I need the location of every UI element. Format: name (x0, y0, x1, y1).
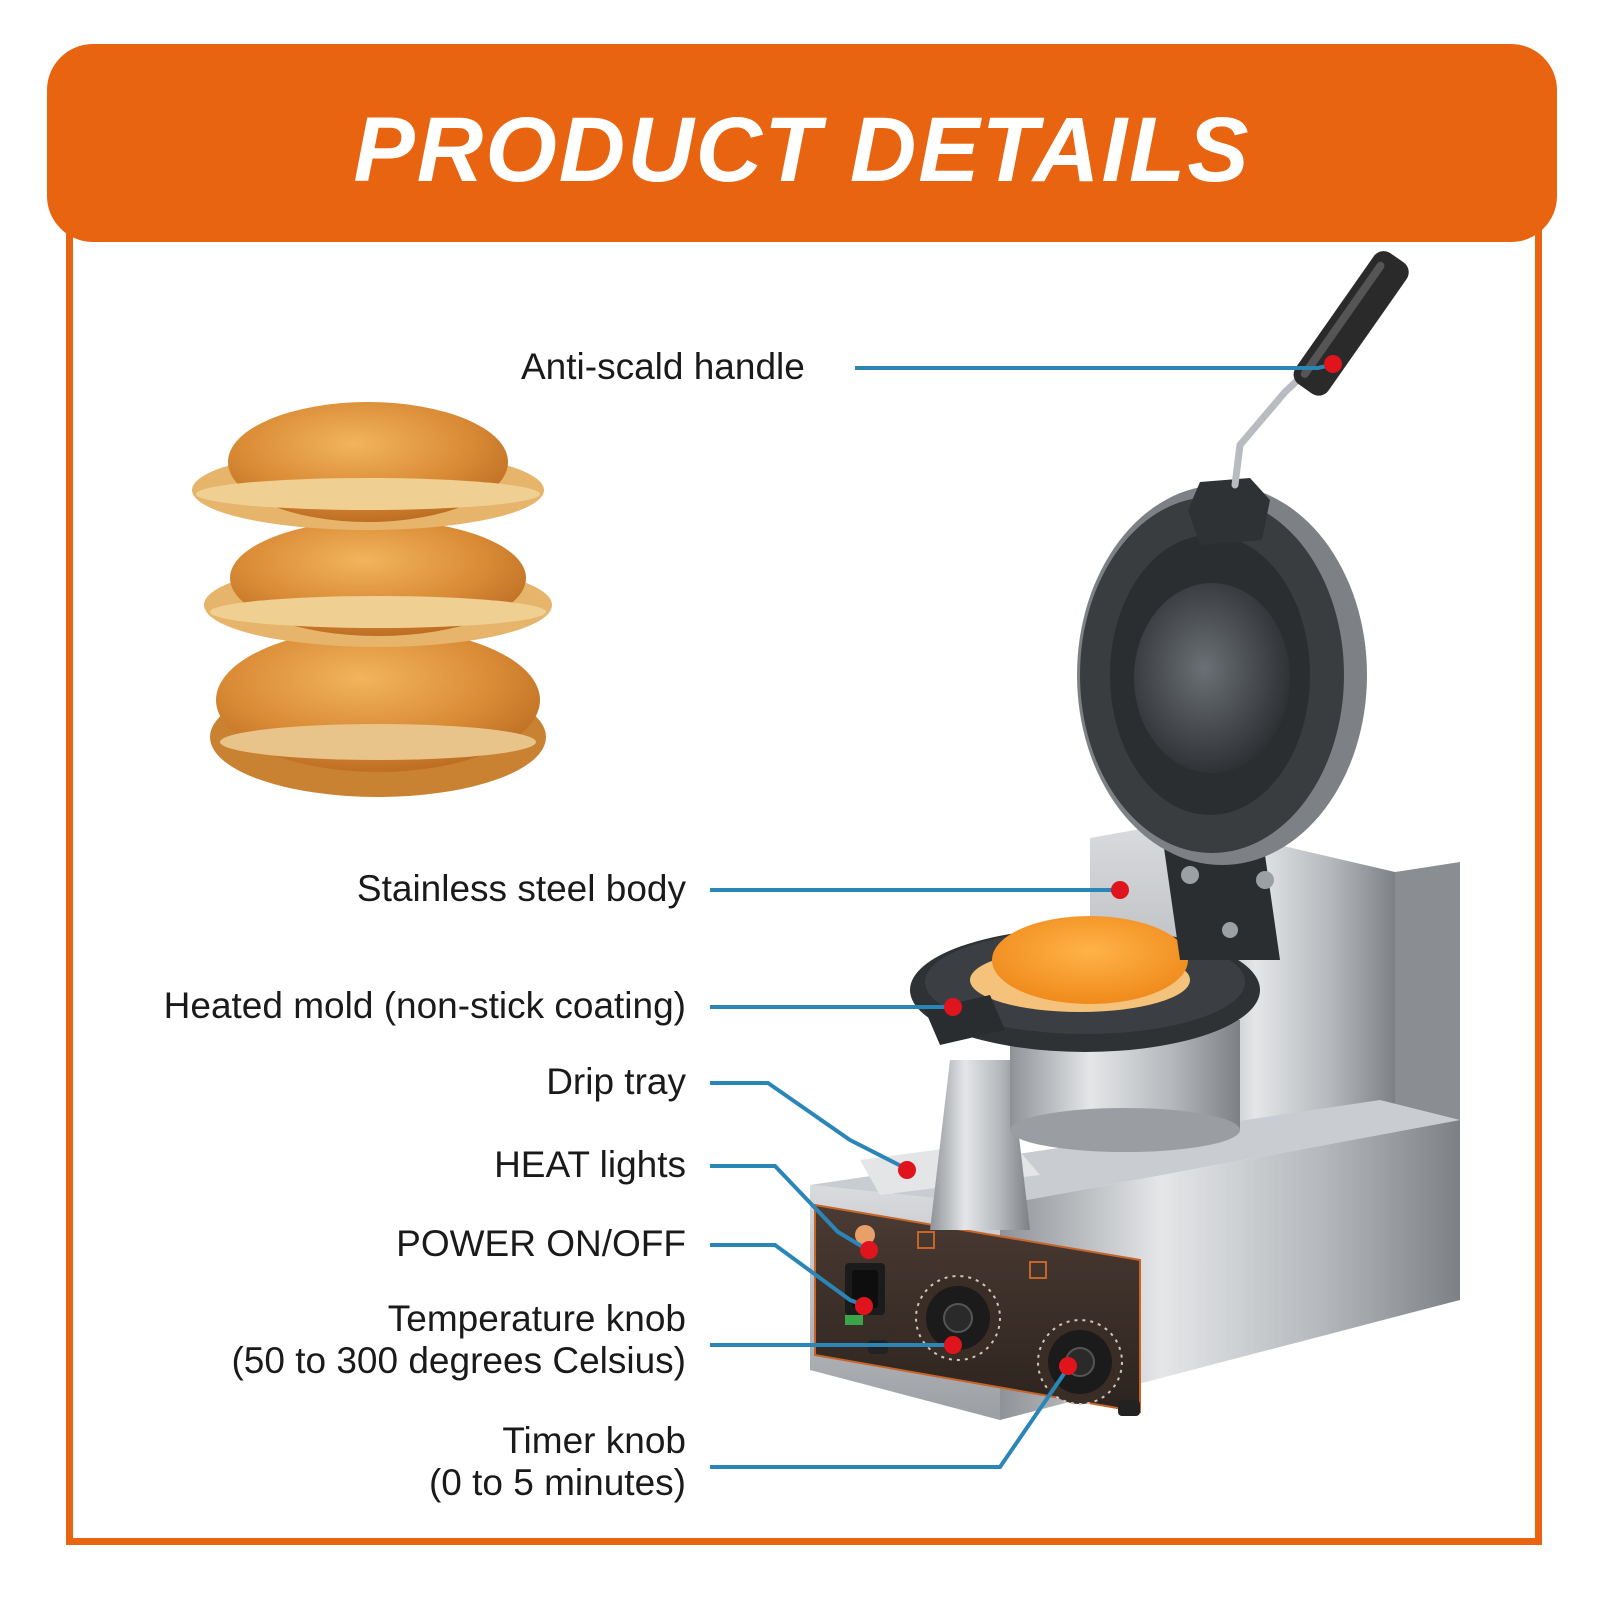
leader-lines (710, 362, 1336, 1469)
stacked-ufo-burger-buns-icon (192, 402, 552, 797)
leader-line-anti-scald-handle (855, 362, 1336, 370)
marker-anti-scald-handle (1324, 355, 1342, 373)
marker-power-on-off (855, 1297, 873, 1315)
leader-line-heat-lights (710, 1164, 870, 1252)
marker-timer-knob (1059, 1357, 1077, 1375)
ufo-burger-press-machine-icon (810, 251, 1460, 1420)
callout-markers (855, 355, 1342, 1375)
label-timer-knob: Timer knob (0 to 5 minutes) (428, 1420, 686, 1503)
page-title: PRODUCT DETAILS (353, 98, 1251, 201)
marker-drip-tray (898, 1161, 916, 1179)
label-power-on-off: POWER ON/OFF (396, 1223, 686, 1264)
label-heat-lights: HEAT lights (494, 1144, 686, 1185)
marker-heated-mold (944, 998, 962, 1016)
label-temperature-knob: Temperature knob (50 to 300 degrees Cels… (231, 1298, 686, 1381)
label-stainless-steel-body: Stainless steel body (356, 868, 686, 909)
marker-heat-lights (860, 1241, 878, 1259)
marker-temperature-knob (944, 1336, 962, 1354)
leader-line-timer-knob (710, 1366, 1070, 1469)
label-drip-tray: Drip tray (546, 1061, 686, 1102)
header-banner: PRODUCT DETAILS (47, 44, 1557, 242)
label-heated-mold: Heated mold (non-stick coating) (163, 985, 686, 1026)
label-anti-scald-handle: Anti-scald handle (521, 346, 805, 387)
leader-line-drip-tray (710, 1081, 906, 1170)
marker-stainless-steel-body (1111, 881, 1129, 899)
